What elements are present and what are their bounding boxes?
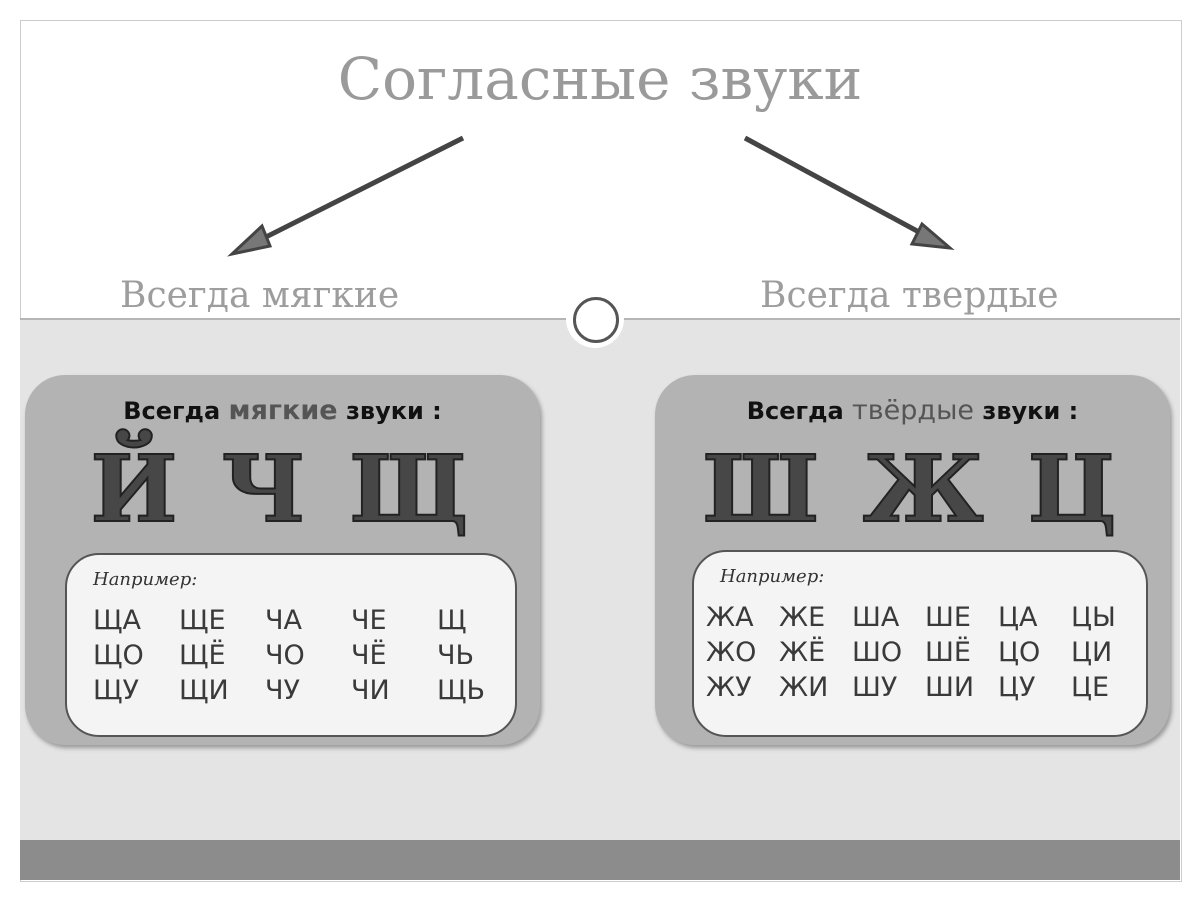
- syllable: ЧО: [265, 640, 305, 671]
- syllable: ЩИ: [179, 675, 229, 706]
- syllable: Щ: [437, 605, 467, 636]
- left-heading: Всегда мягкие: [120, 275, 400, 316]
- syllable: ЧИ: [351, 675, 390, 706]
- heading-post: звуки :: [345, 397, 442, 425]
- syllable: ЧА: [265, 605, 302, 636]
- syllable: ЩЬ: [437, 675, 486, 706]
- heading-mid: мягкие: [228, 395, 338, 426]
- syllable: ШЕ: [925, 602, 971, 633]
- arrow-left-icon: [227, 135, 465, 257]
- poster-title: Согласные звуки: [337, 45, 863, 113]
- syllable: ЖЕ: [779, 602, 826, 633]
- syllable: ШО: [852, 637, 903, 668]
- syllable: ЧЕ: [351, 605, 387, 636]
- heading-pre: Всегда: [123, 397, 221, 425]
- soft-examples-box: Например: ЩА ЩЕ ЧА ЧЕ Щ ЩО ЩЁ ЧО ЧЁ ЧЬ ЩУ ЩИ ЧУ ЧИ ЩЬ: [65, 553, 517, 737]
- hard-letters: Ш Ж Ц: [701, 434, 1123, 544]
- syllable: ЧУ: [265, 675, 300, 706]
- syllable: ЦИ: [1071, 637, 1113, 668]
- syllable: ЦО: [998, 637, 1041, 668]
- hard-examples-box: Например: ЖА ЖЕ ША ШЕ ЦА ЦЫ ЖО ЖЁ ШО ШЁ ЦО ЦИ ЖУ ЖИ ШУ…: [692, 550, 1148, 737]
- soft-syllable-grid: ЩА ЩЕ ЧА ЧЕ Щ ЩО ЩЁ ЧО ЧЁ ЧЬ ЩУ ЩИ ЧУ ЧИ ЩЬ: [93, 603, 523, 708]
- heading-post: звуки :: [982, 397, 1079, 425]
- hard-card-heading: Всегда твёрдые звуки :: [655, 395, 1170, 426]
- syllable: ЦУ: [998, 672, 1036, 703]
- syllable: ШИ: [925, 672, 975, 703]
- syllable: ЩЁ: [179, 640, 226, 671]
- syllable: ЩО: [93, 640, 144, 671]
- syllable: ЦА: [998, 602, 1038, 633]
- hard-card: Всегда твёрдые звуки : Ш Ж Ц Например: Ж…: [655, 375, 1170, 745]
- example-label: Например:: [93, 569, 198, 590]
- soft-card: Всегда мягкие звуки : Й Ч Щ Например: ЩА…: [25, 375, 540, 745]
- circle-icon: [566, 290, 624, 348]
- syllable: ШУ: [852, 672, 898, 703]
- syllable: ЩУ: [93, 675, 139, 706]
- syllable: ЦЫ: [1071, 602, 1116, 633]
- hard-syllable-grid: ЖА ЖЕ ША ШЕ ЦА ЦЫ ЖО ЖЁ ШО ШЁ ЦО ЦИ ЖУ ЖИ ШУ ШИ ЦУ ЦЕ: [706, 600, 1144, 705]
- syllable: ЩА: [93, 605, 142, 636]
- example-label: Например:: [720, 566, 825, 587]
- bottom-bar: [20, 840, 1180, 880]
- syllable: ЖЁ: [779, 637, 826, 668]
- arrows: [227, 135, 955, 257]
- syllable: ЖА: [706, 602, 754, 633]
- syllable: ШЁ: [925, 637, 971, 668]
- heading-pre: Всегда: [746, 397, 844, 425]
- soft-card-heading: Всегда мягкие звуки :: [25, 395, 540, 426]
- syllable: ЖИ: [779, 672, 829, 703]
- syllable: ЖУ: [706, 672, 752, 703]
- syllable: ЧЁ: [351, 640, 387, 671]
- syllable: ЖО: [706, 637, 757, 668]
- right-heading: Всегда твердые: [760, 275, 1059, 316]
- syllable: ЧЬ: [437, 640, 475, 671]
- heading-mid: твёрдые: [852, 395, 975, 426]
- syllable: ЦЕ: [1071, 672, 1110, 703]
- soft-letters: Й Ч Щ: [90, 434, 475, 544]
- syllable: ША: [852, 602, 900, 633]
- syllable: ЩЕ: [179, 605, 226, 636]
- arrow-right-icon: [743, 135, 955, 250]
